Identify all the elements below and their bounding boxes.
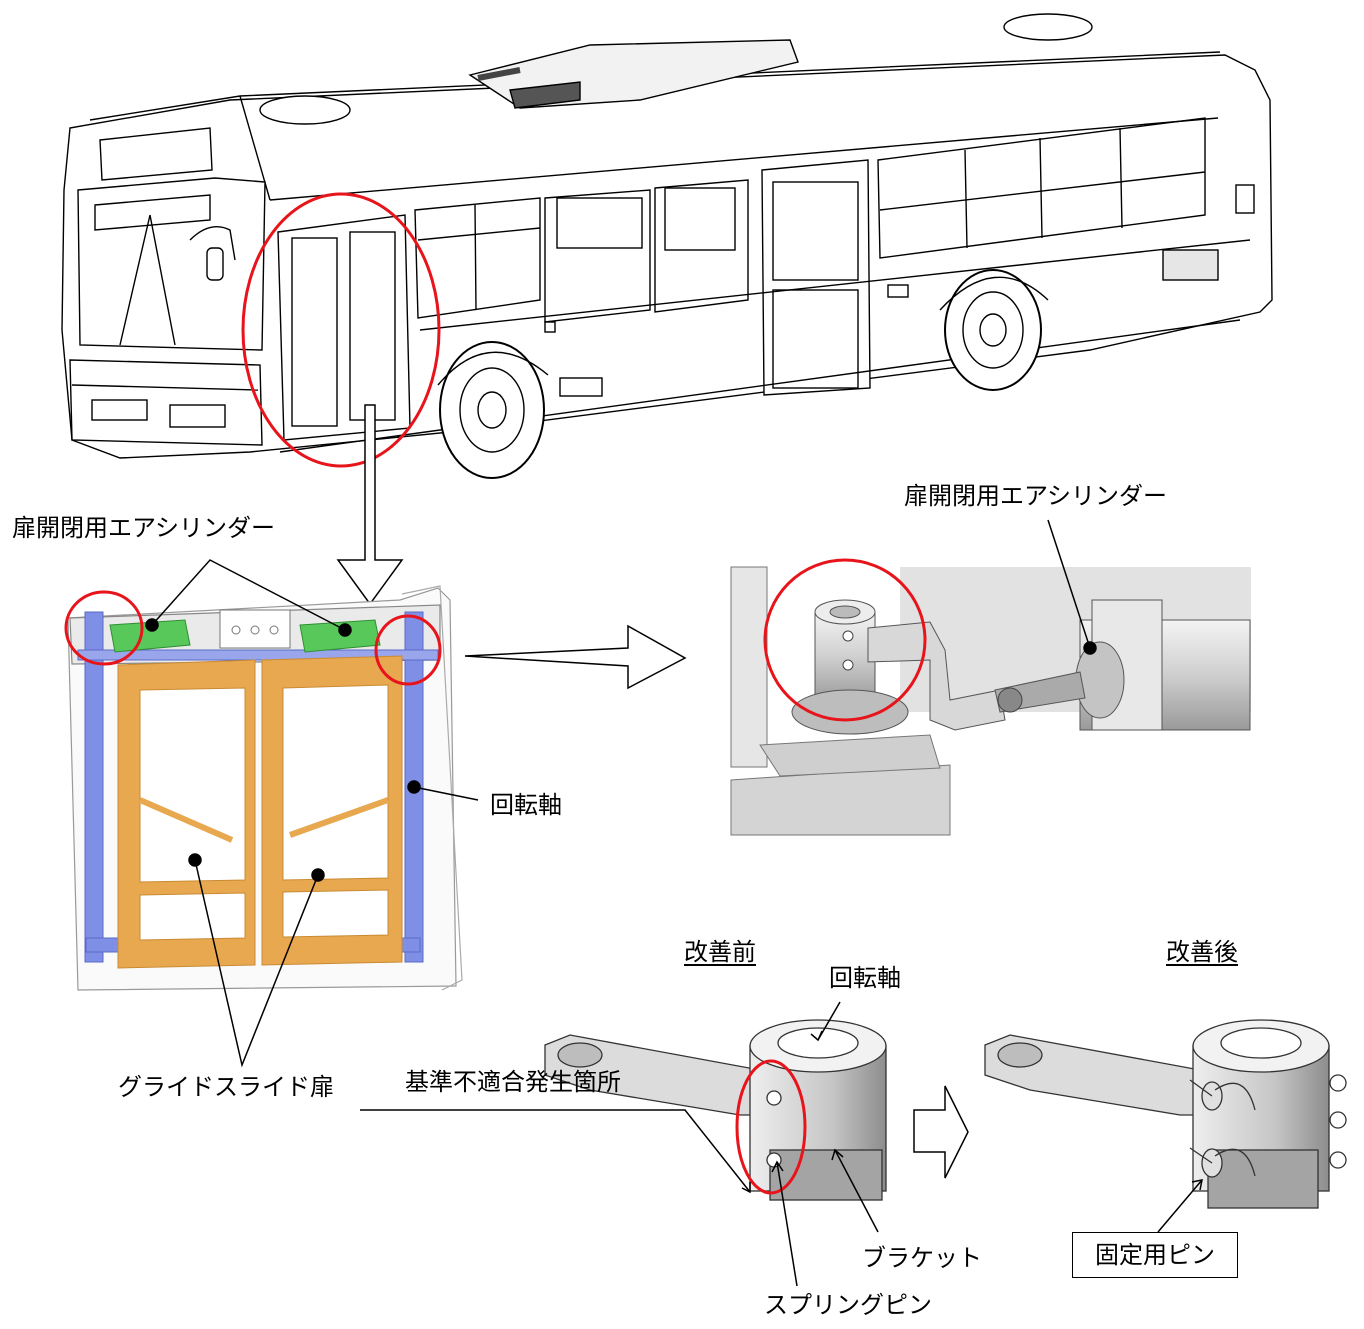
bracket-after [984, 1019, 1347, 1209]
door-left-pivot-highlight [64, 590, 144, 666]
fixing-pin-label: 固定用ピン [1072, 1232, 1238, 1278]
glide-slide-door-label: グライドスライド扉 [118, 1073, 334, 1101]
hollow-arrow-right-icon [464, 624, 687, 690]
door-right-pivot-highlight [374, 614, 442, 686]
bus-door-highlight-circle [241, 192, 441, 468]
bus-illustration [61, 13, 1273, 479]
cylinder-label-left: 扉開閉用エアシリンダー [12, 514, 276, 542]
closeup-shaft-highlight [763, 558, 927, 722]
spring-pin-label: スプリングピン [764, 1291, 932, 1319]
nonconformity-location-label: 基準不適合発生箇所 [405, 1068, 621, 1096]
bracket-before [544, 1019, 887, 1201]
hollow-arrow-down-icon [336, 404, 404, 606]
rotating-shaft-label-part: 回転軸 [829, 964, 901, 992]
before-leader-lines [360, 1001, 879, 1287]
before-heading: 改善前 [684, 938, 756, 966]
door-assembly [67, 585, 463, 991]
closeup-render [730, 566, 1251, 836]
closeup-leader [1047, 519, 1097, 655]
cylinder-label-right: 扉開閉用エアシリンダー [904, 482, 1168, 510]
spring-pin-highlight [735, 1059, 807, 1195]
after-leader-line [1157, 1179, 1203, 1233]
after-heading: 改善後 [1166, 938, 1238, 966]
rotating-shaft-label-door: 回転軸 [490, 791, 562, 819]
door-leader-lines [145, 559, 479, 1068]
bracket-label: ブラケット [862, 1244, 982, 1272]
hollow-arrow-right-small-icon [913, 1085, 969, 1179]
